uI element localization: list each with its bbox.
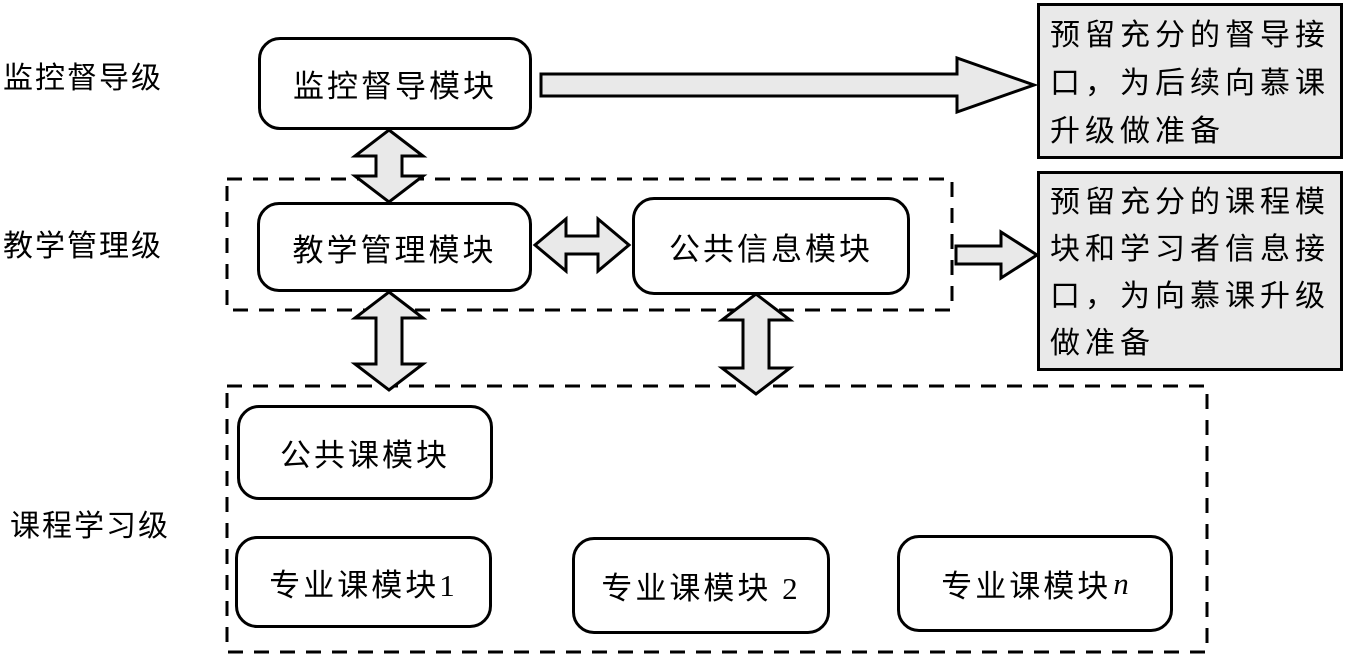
note-supervision-interface: 预留充分的督导接 口，为后续向慕课 升级做准备 bbox=[1037, 3, 1343, 159]
note-course-line: 做准备 bbox=[1050, 327, 1155, 360]
arrow-frame-to-course-note bbox=[954, 229, 1040, 281]
node-major-course-2-label: 专业课模块 2 bbox=[601, 571, 801, 606]
arrow-management-learning bbox=[350, 290, 428, 392]
node-major-course-2: 专业课模块 2 bbox=[572, 537, 830, 634]
note-supervision-line: 口，为后续向慕课 bbox=[1050, 67, 1330, 100]
node-management-module-label: 教学管理模块 bbox=[292, 232, 497, 268]
note-course-line: 块和学习者信息接 bbox=[1050, 233, 1330, 266]
arrow-public-info-learning bbox=[717, 292, 795, 396]
level-label-management: 教学管理级 bbox=[3, 230, 163, 263]
arrow-monitor-to-supervision-note bbox=[539, 55, 1039, 115]
node-public-info-module: 公共信息模块 bbox=[632, 197, 910, 295]
node-major-course-1-label: 专业课模块1 bbox=[269, 567, 458, 603]
node-major-course-n-variable: n bbox=[1113, 565, 1129, 601]
level-label-monitoring: 监控督导级 bbox=[3, 62, 163, 95]
arrow-monitor-management bbox=[350, 128, 428, 204]
arrow-management-public-info bbox=[532, 215, 632, 275]
node-public-course-module: 公共课模块 bbox=[237, 405, 493, 500]
level-label-learning: 课程学习级 bbox=[10, 510, 170, 543]
note-supervision-line: 预留充分的督导接 bbox=[1050, 19, 1330, 52]
node-management-module: 教学管理模块 bbox=[257, 202, 532, 292]
node-major-course-n-label: 专业课模块 bbox=[941, 569, 1112, 604]
node-public-course-module-label: 公共课模块 bbox=[280, 438, 450, 473]
note-supervision-line: 升级做准备 bbox=[1050, 115, 1225, 148]
node-public-info-module-label: 公共信息模块 bbox=[669, 231, 873, 267]
node-major-course-1: 专业课模块1 bbox=[235, 536, 492, 628]
node-monitor-module-label: 监控督导模块 bbox=[293, 69, 497, 104]
note-course-line: 口，为向慕课升级 bbox=[1050, 280, 1330, 313]
note-course-interface: 预留充分的课程模 块和学习者信息接 口，为向慕课升级 做准备 bbox=[1037, 171, 1343, 371]
note-course-line: 预留充分的课程模 bbox=[1050, 186, 1330, 219]
node-monitor-module: 监控督导模块 bbox=[258, 37, 532, 130]
